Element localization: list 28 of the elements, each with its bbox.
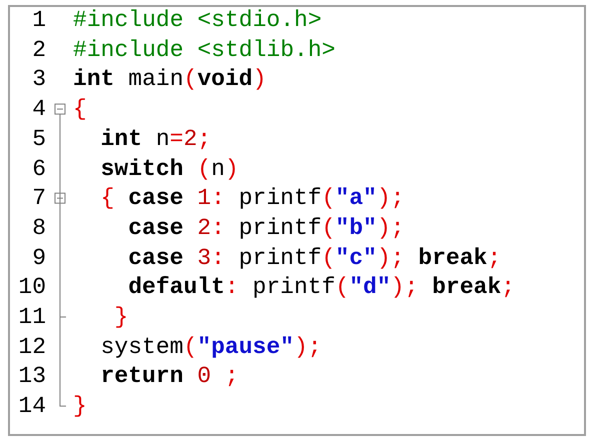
code-line: { (73, 95, 87, 124)
code-line: } (73, 392, 87, 420)
code-line: case 3: printf("c"); break; (128, 244, 502, 272)
line-number: 7 (31, 184, 46, 212)
code-line: system("pause"); (100, 332, 322, 361)
code-line: default: printf("d"); break; (128, 273, 515, 302)
line-number: 1 (31, 6, 46, 34)
line-number: 12 (17, 332, 46, 361)
code-line: } (114, 303, 128, 331)
code-line: case 2: printf("b"); (128, 214, 404, 242)
line-number: 4 (31, 95, 46, 124)
line-number: 9 (31, 244, 46, 272)
code-line: switch (n) (100, 154, 239, 182)
line-number: 3 (31, 65, 46, 94)
code-line: #include <stdio.h> (73, 6, 322, 34)
code-line: int main(void) (73, 65, 266, 94)
line-number: 6 (31, 154, 46, 182)
line-number: 13 (17, 362, 46, 390)
code-line: { case 1: printf("a"); (100, 184, 404, 212)
line-number: 2 (31, 36, 46, 64)
code-line: return 0 ; (100, 362, 239, 390)
line-number: 8 (31, 214, 46, 242)
line-number: 10 (17, 273, 46, 302)
line-number: 5 (31, 124, 46, 153)
code-line: int n=2; (100, 124, 212, 153)
line-number: 11 (17, 303, 46, 331)
code-line: #include <stdlib.h> (73, 36, 336, 64)
line-number: 14 (17, 392, 46, 420)
